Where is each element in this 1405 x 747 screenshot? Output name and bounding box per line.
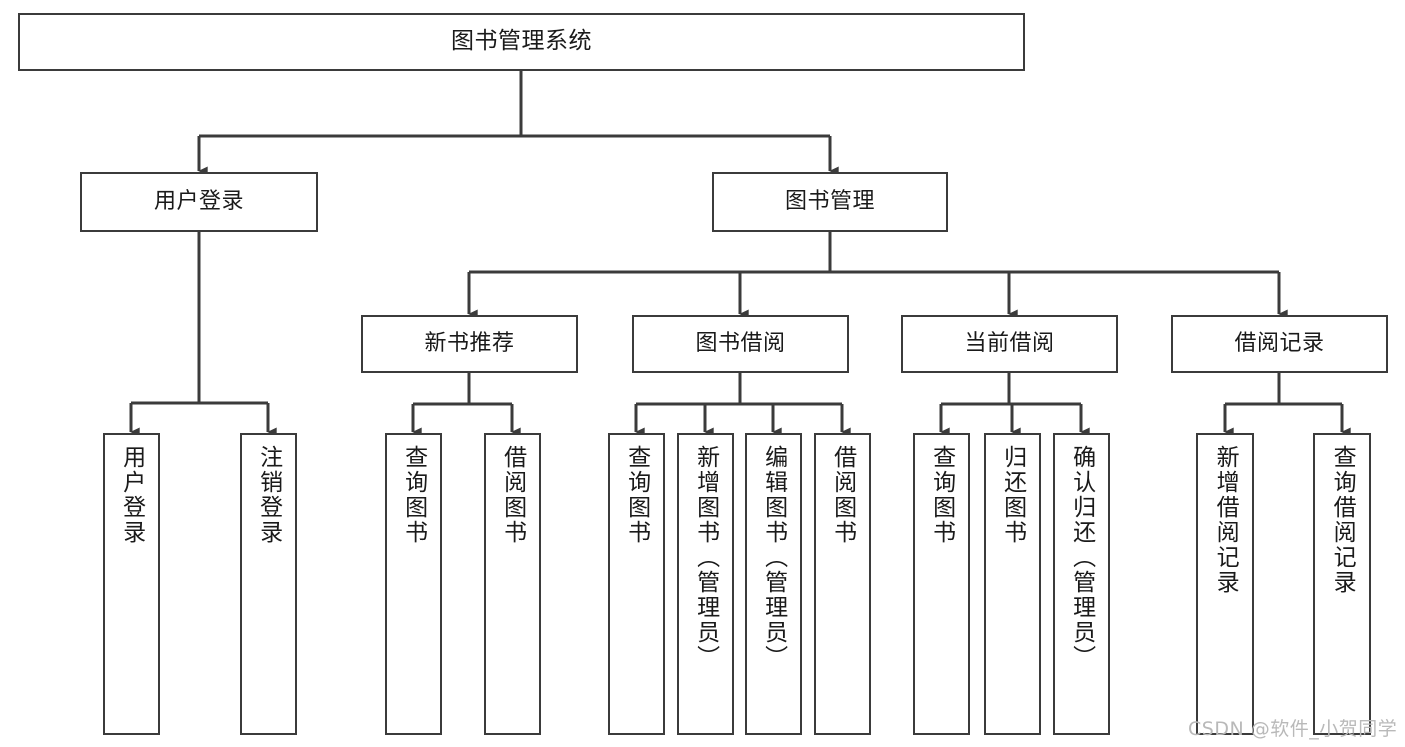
node-label: 编辑图书（管理员） (760, 445, 787, 670)
node-leaf-add-borrow-record[interactable]: 新增借阅记录 (1196, 433, 1254, 735)
node-label: 新增借阅记录 (1212, 445, 1239, 595)
node-label: 图书借阅 (695, 331, 786, 357)
node-label: 借阅图书 (499, 445, 526, 545)
node-leaf-borrow-books-2[interactable]: 借阅图书 (814, 433, 871, 735)
node-borrow-records[interactable]: 借阅记录 (1171, 315, 1388, 373)
node-label: 查询图书 (400, 445, 427, 545)
node-label: 确认归还（管理员） (1068, 445, 1095, 670)
node-leaf-query-books-1[interactable]: 查询图书 (385, 433, 442, 735)
node-leaf-edit-book-admin[interactable]: 编辑图书（管理员） (745, 433, 802, 735)
watermark-text: CSDN @软件_小贺同学 (1188, 718, 1398, 740)
node-user-login[interactable]: 用户登录 (80, 172, 318, 232)
connector-layer (129, 71, 1351, 437)
node-label: 借阅图书 (829, 445, 856, 545)
node-label: 新增图书（管理员） (692, 445, 719, 670)
node-book-manage[interactable]: 图书管理 (712, 172, 948, 232)
node-leaf-query-books-2[interactable]: 查询图书 (608, 433, 665, 735)
node-book-borrow[interactable]: 图书借阅 (632, 315, 849, 373)
node-label: 用户登录 (153, 189, 244, 215)
node-label: 借阅记录 (1234, 331, 1325, 357)
node-label: 当前借阅 (964, 331, 1055, 357)
node-leaf-add-book-admin[interactable]: 新增图书（管理员） (677, 433, 734, 735)
node-label: 注销登录 (255, 445, 282, 545)
node-leaf-query-books-3[interactable]: 查询图书 (913, 433, 970, 735)
node-label: 新书推荐 (424, 331, 515, 357)
node-leaf-confirm-return-admin[interactable]: 确认归还（管理员） (1053, 433, 1110, 735)
node-leaf-return-books[interactable]: 归还图书 (984, 433, 1041, 735)
node-label: 归还图书 (999, 445, 1026, 545)
node-leaf-user-logout[interactable]: 注销登录 (240, 433, 297, 735)
node-label: 用户登录 (118, 445, 145, 545)
node-label: 查询图书 (928, 445, 955, 545)
node-label: 图书管理系统 (451, 28, 592, 55)
node-leaf-user-login[interactable]: 用户登录 (103, 433, 160, 735)
node-new-book-recommend[interactable]: 新书推荐 (361, 315, 578, 373)
node-leaf-borrow-books-1[interactable]: 借阅图书 (484, 433, 541, 735)
node-label: 查询借阅记录 (1329, 445, 1356, 595)
node-label: 查询图书 (623, 445, 650, 545)
node-label: 图书管理 (784, 189, 875, 215)
node-current-borrow[interactable]: 当前借阅 (901, 315, 1118, 373)
node-leaf-query-borrow-record[interactable]: 查询借阅记录 (1313, 433, 1371, 735)
node-root[interactable]: 图书管理系统 (18, 13, 1025, 71)
